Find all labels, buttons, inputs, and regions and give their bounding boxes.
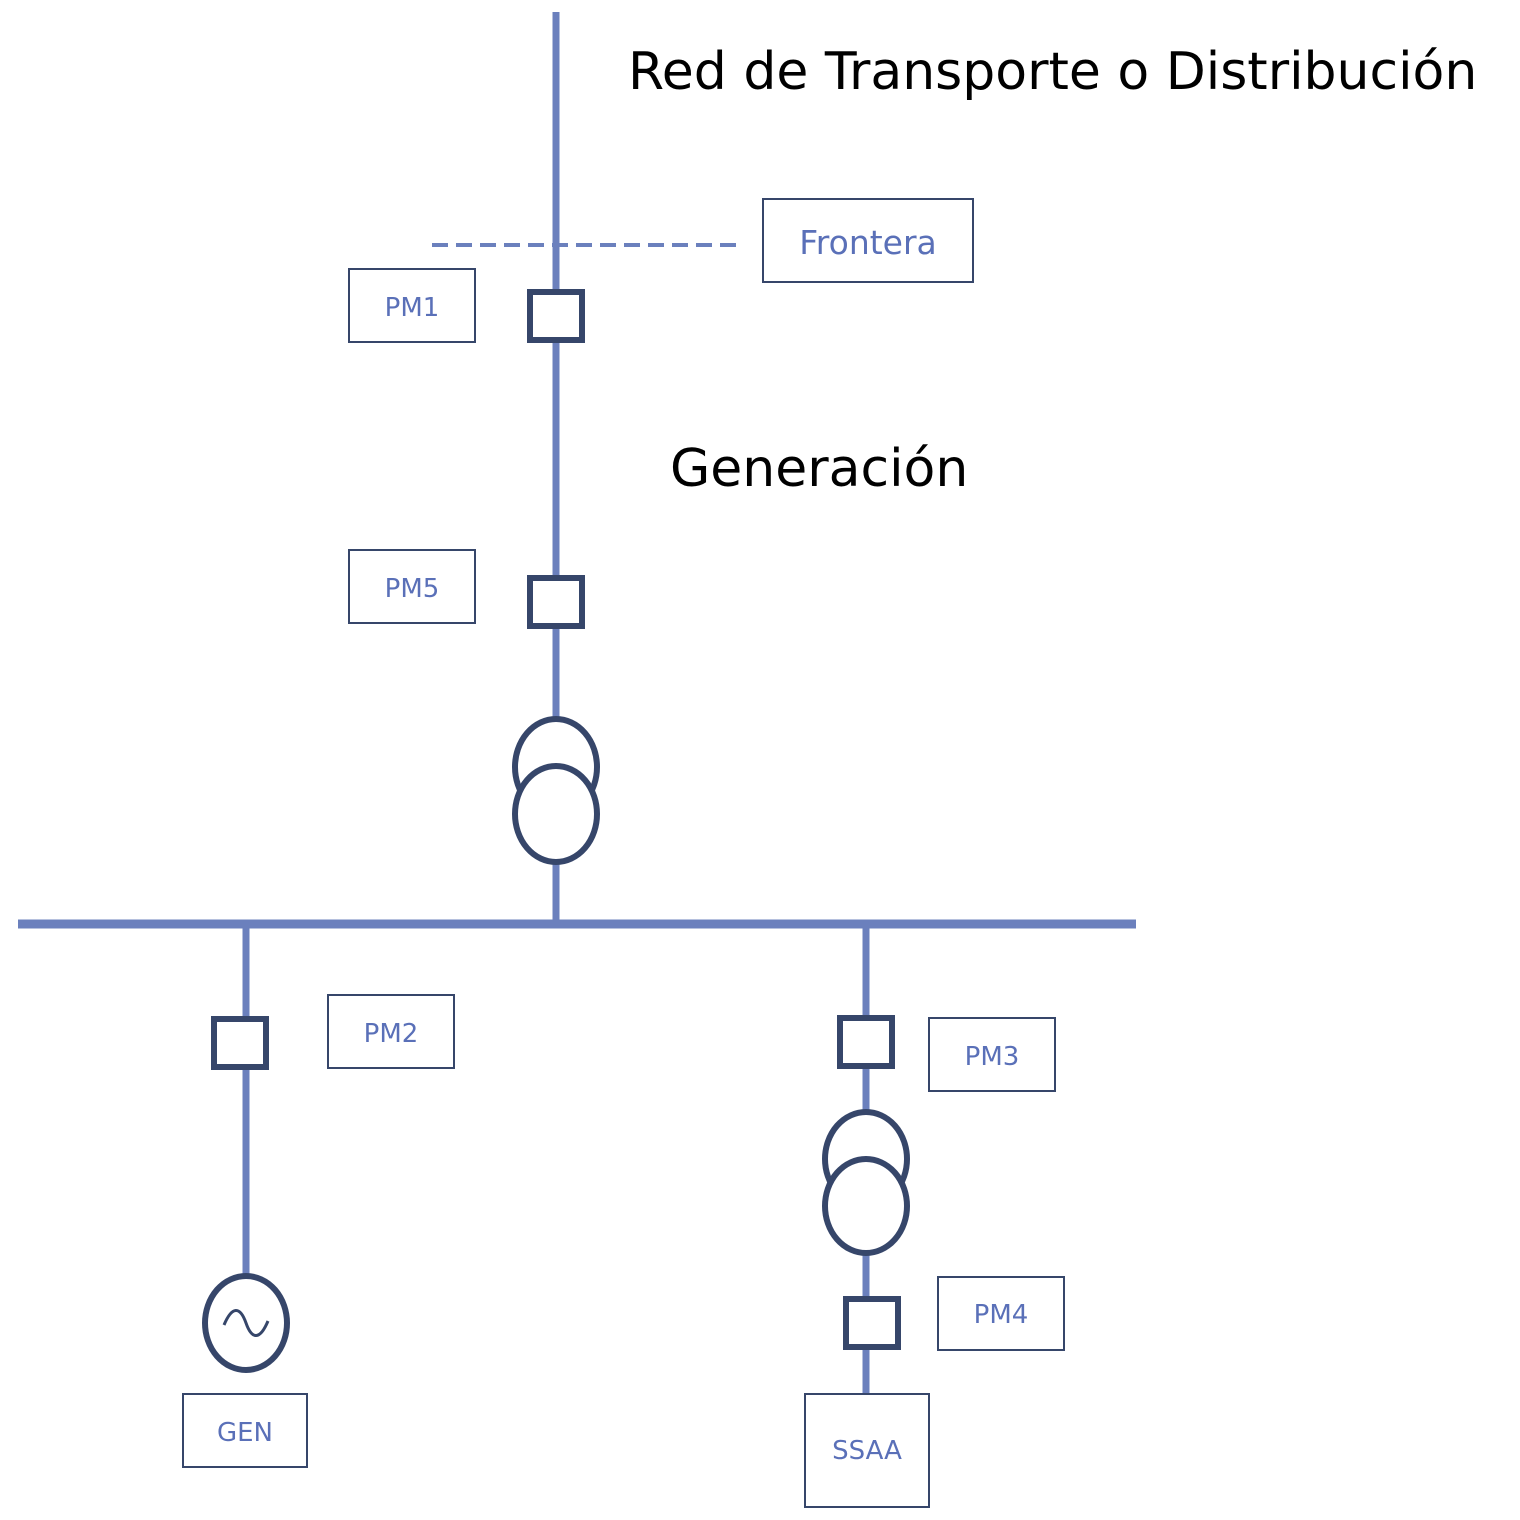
- pm2-meter-symbol: [211, 1016, 269, 1070]
- pm3-meter-symbol: [837, 1015, 895, 1069]
- auxiliary-transformer-symbol: [822, 1109, 910, 1256]
- pm3-label-box: PM3: [928, 1017, 1056, 1092]
- frontera-label-box: Frontera: [762, 198, 974, 283]
- ac-sine-icon: [222, 1309, 270, 1337]
- pm1-meter-symbol: [527, 289, 585, 343]
- pm5-label-box: PM5: [348, 549, 476, 624]
- frontera-label: Frontera: [799, 223, 937, 262]
- pm4-meter-symbol: [843, 1296, 901, 1350]
- pm2-label-box: PM2: [327, 994, 455, 1069]
- gen-label-box: GEN: [182, 1393, 308, 1468]
- pm3-label: PM3: [965, 1042, 1020, 1072]
- network-title: Red de Transporte o Distribución: [628, 42, 1477, 102]
- pm2-label: PM2: [364, 1019, 419, 1049]
- gen-label: GEN: [217, 1418, 273, 1448]
- pm4-label: PM4: [974, 1300, 1029, 1330]
- pm4-label-box: PM4: [937, 1276, 1065, 1351]
- main-transformer-symbol: [512, 716, 600, 865]
- pm5-label: PM5: [385, 574, 440, 604]
- ssaa-label-box: SSAA: [804, 1393, 930, 1508]
- generation-title: Generación: [670, 439, 968, 499]
- pm1-label-box: PM1: [348, 268, 476, 343]
- generator-symbol: [202, 1273, 290, 1373]
- pm5-meter-symbol: [527, 575, 585, 629]
- pm1-label: PM1: [385, 293, 440, 323]
- ssaa-label: SSAA: [832, 1436, 902, 1466]
